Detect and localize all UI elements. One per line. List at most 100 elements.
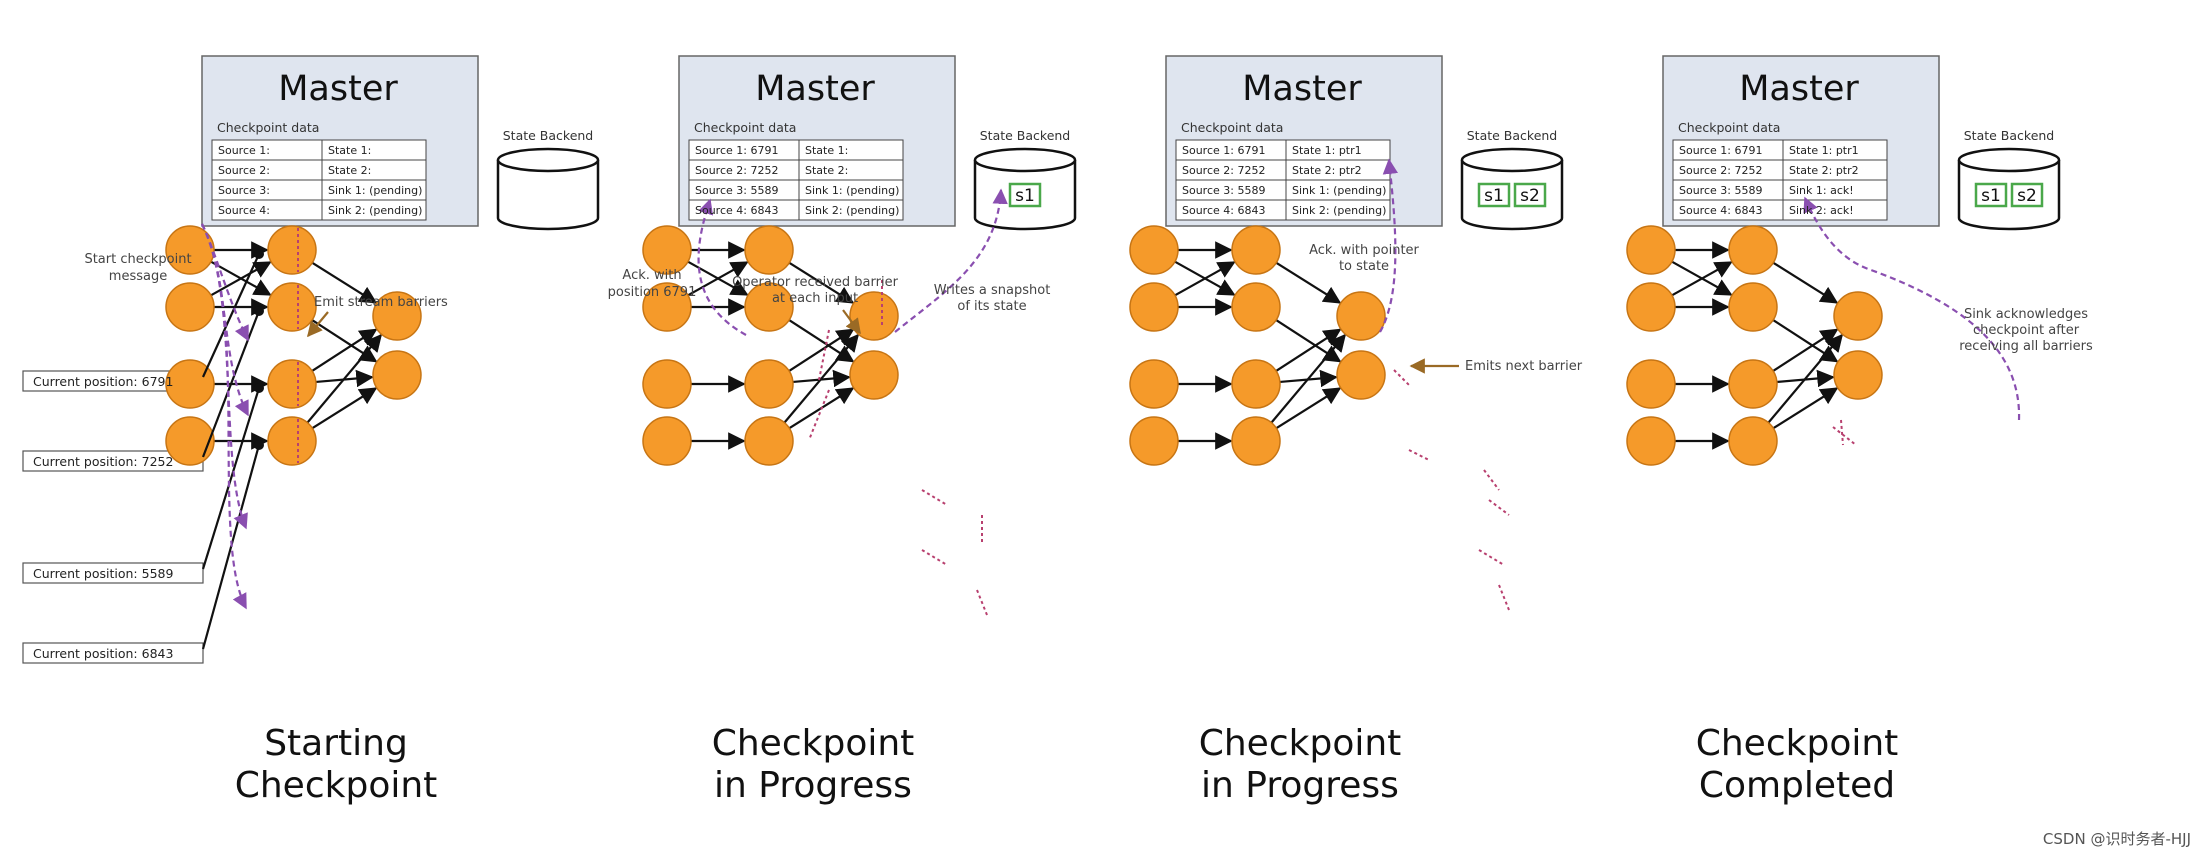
table-cell-source: Source 1: 6791 <box>695 144 778 157</box>
stream-edge <box>311 261 378 304</box>
watermark: CSDN @识时务者-HJJ <box>2042 830 2191 848</box>
panel-caption: Checkpoint <box>1199 723 1402 764</box>
stream-edge <box>311 387 378 430</box>
snapshot-box <box>1974 182 2008 208</box>
table-cell-state: State 2: ptr2 <box>1292 164 1362 177</box>
stream-barrier <box>1840 419 1844 446</box>
source-read-dot <box>254 383 264 393</box>
stream-edge <box>306 333 383 424</box>
panel-caption: in Progress <box>1201 765 1399 806</box>
source-read-dot <box>254 440 264 450</box>
annotation-text: Sink acknowledges <box>1964 307 2088 322</box>
annotation-text: at each input <box>772 291 858 306</box>
panel-caption: Starting <box>264 723 408 764</box>
source-read-line <box>201 310 261 458</box>
operator-node <box>1231 282 1281 332</box>
operator-node <box>1626 416 1676 466</box>
table-cell-source: Source 2: 7252 <box>1679 164 1762 177</box>
stream-edge <box>1270 333 1347 424</box>
current-position-box <box>22 642 204 664</box>
operator-node <box>165 282 215 332</box>
stream-edge <box>1275 387 1342 430</box>
stream-edge <box>1772 261 1839 304</box>
snapshot-label: s2 <box>2017 186 2037 206</box>
stream-edge <box>783 333 860 424</box>
ack-arrow <box>1803 196 2021 421</box>
operator-node <box>165 416 215 466</box>
stream-barrier <box>1408 449 1430 461</box>
operator-node <box>1231 225 1281 275</box>
annotation-text: Writes a snapshot <box>934 283 1051 298</box>
table-cell-state: State 2: <box>328 164 371 177</box>
annotation-text: Ack. with <box>622 268 681 283</box>
stream-barrier <box>1393 369 1410 386</box>
table-cell-source: Source 4: 6843 <box>1679 204 1762 217</box>
table-cell-state: Sink 2: (pending) <box>805 204 899 217</box>
table-cell-source: Source 1: <box>218 144 270 157</box>
operator-node <box>267 282 317 332</box>
operator-node <box>744 359 794 409</box>
operator-node <box>165 359 215 409</box>
table-cell-source: Source 3: 5589 <box>1182 184 1265 197</box>
master-title: Master <box>755 69 875 109</box>
operator-node <box>642 416 692 466</box>
master-title: Master <box>1242 69 1362 109</box>
annotation-text: Emits next barrier <box>1465 359 1583 374</box>
stream-barrier <box>976 589 988 616</box>
snapshot-box <box>1513 182 1547 208</box>
panel-caption: Checkpoint <box>1696 723 1899 764</box>
master-title: Master <box>278 69 398 109</box>
stream-edge <box>1767 333 1844 424</box>
snapshot-label: s2 <box>1520 186 1540 206</box>
snapshot-box <box>1477 182 1511 208</box>
operator-node <box>642 359 692 409</box>
stream-edge <box>788 319 855 363</box>
ack-arrow <box>201 223 247 610</box>
operator-node <box>1129 282 1179 332</box>
snapshot-box <box>1008 182 1042 208</box>
operator-node <box>849 291 899 341</box>
stream-edge <box>788 328 855 372</box>
panel-caption: in Progress <box>714 765 912 806</box>
annotation-text: Operator received barrier <box>732 275 899 290</box>
checkpoint-data-label: Checkpoint data <box>1181 120 1283 135</box>
table-cell-state: Sink 2: (pending) <box>1292 204 1386 217</box>
stream-barrier <box>1488 499 1510 516</box>
table-cell-state: Sink 2: ack! <box>1789 204 1854 217</box>
stream-edge <box>311 328 378 372</box>
operator-node <box>267 359 317 409</box>
table-cell-source: Source 1: 6791 <box>1679 144 1762 157</box>
operator-node <box>1336 291 1386 341</box>
state-backend-label: State Backend <box>503 128 594 143</box>
checkpoint-data-label: Checkpoint data <box>1678 120 1780 135</box>
state-backend-top <box>1460 147 1564 173</box>
table-cell-source: Source 2: 7252 <box>695 164 778 177</box>
stream-edge <box>1275 319 1342 363</box>
operator-node <box>1833 350 1883 400</box>
stream-barrier <box>1832 426 1857 446</box>
stream-barrier <box>818 329 830 381</box>
operator-node <box>1728 359 1778 409</box>
annotation-text: position 6791 <box>608 285 697 300</box>
stream-barrier <box>1483 469 1500 491</box>
annotation-text: of its state <box>957 299 1026 314</box>
operator-node <box>1626 282 1676 332</box>
annotation-arrow <box>307 311 329 338</box>
source-read-dot <box>254 249 264 259</box>
operator-node <box>1129 359 1179 409</box>
stream-barrier <box>921 489 948 506</box>
stream-edge <box>687 261 749 297</box>
annotation-text: Ack. with pointer <box>1309 243 1419 258</box>
state-backend-cylinder <box>496 160 600 231</box>
operator-node <box>372 291 422 341</box>
state-backend-label: State Backend <box>1964 128 2055 143</box>
operator-node <box>849 350 899 400</box>
operator-node <box>1728 225 1778 275</box>
current-position-box <box>22 562 204 584</box>
state-backend-top <box>496 147 600 173</box>
table-cell-source: Source 2: 7252 <box>1182 164 1265 177</box>
ack-arrow <box>894 188 1008 333</box>
operator-node <box>165 225 215 275</box>
stream-edge <box>1275 328 1342 372</box>
table-cell-state: State 1: ptr1 <box>1292 144 1362 157</box>
